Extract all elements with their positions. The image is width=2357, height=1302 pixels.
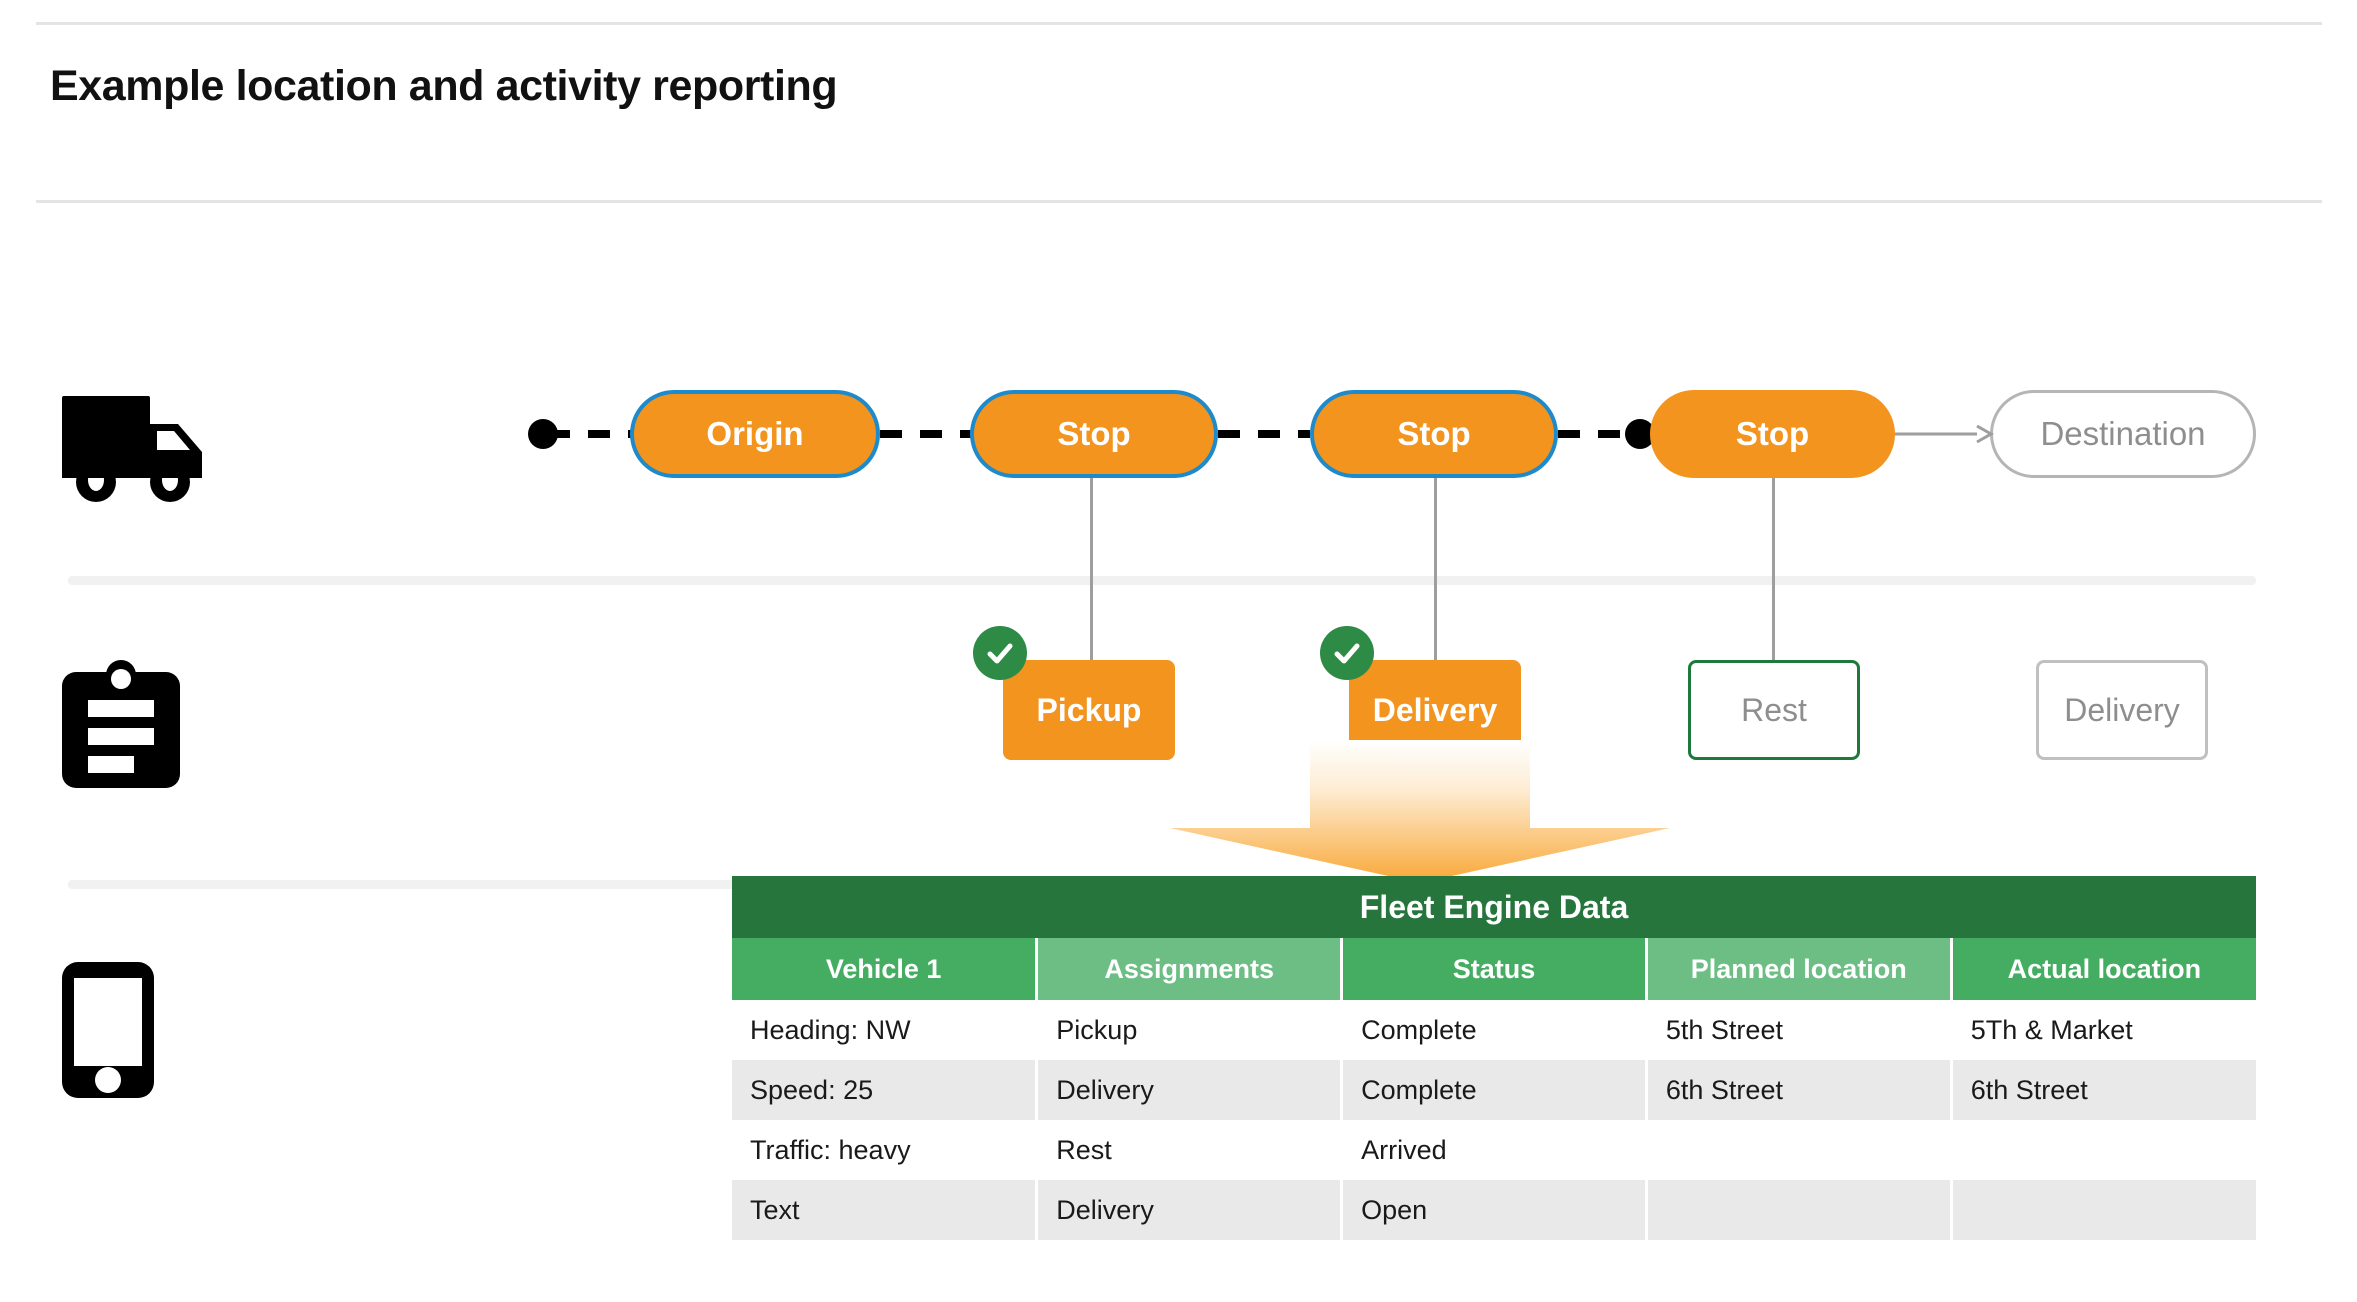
activity-box-rest-label: Rest [1741, 691, 1807, 728]
route-segment-2 [880, 430, 972, 438]
route-node-stop-2-label: Stop [1397, 415, 1471, 452]
column-header-actual-location[interactable]: Actual location [1951, 938, 2256, 1000]
page-title: Example location and activity reporting [50, 62, 838, 110]
route-node-origin-label: Origin [706, 415, 804, 452]
cell-planned-location: 6th Street [1646, 1060, 1953, 1120]
route-segment-3 [1218, 430, 1310, 438]
cell-vehicle: Traffic: heavy [732, 1120, 1039, 1180]
cell-status: Open [1341, 1180, 1648, 1240]
phone-icon [60, 960, 156, 1105]
route-node-origin[interactable]: Origin [630, 390, 880, 478]
cell-assignment: Rest [1036, 1120, 1344, 1180]
activity-box-delivery-pending-label: Delivery [2064, 691, 2180, 728]
cell-actual-location [1951, 1120, 2256, 1180]
route-node-destination-label: Destination [2040, 415, 2206, 452]
table-title: Fleet Engine Data [732, 876, 2256, 938]
cell-actual-location: 6th Street [1951, 1060, 2256, 1120]
table-row: Speed: 25 Delivery Complete 6th Street 6… [732, 1060, 2256, 1120]
activity-box-delivery-label: Delivery [1372, 691, 1498, 728]
cell-status: Complete [1341, 1000, 1648, 1060]
activity-box-pickup-label: Pickup [1036, 691, 1142, 728]
column-header-assignments[interactable]: Assignments [1036, 938, 1344, 1000]
route-segment-1 [548, 430, 632, 438]
cell-actual-location: 5Th & Market [1951, 1000, 2256, 1060]
route-node-stop-3[interactable]: Stop [1650, 390, 1895, 478]
fleet-engine-table: Fleet Engine Data Vehicle 1 Assignments … [732, 876, 2256, 1240]
cell-vehicle: Text [732, 1180, 1039, 1240]
connector-line-stop3-rest [1772, 478, 1775, 663]
route-node-destination[interactable]: Destination [1990, 390, 2256, 478]
header-divider [36, 200, 2322, 203]
route-node-stop-1-label: Stop [1057, 415, 1131, 452]
cell-vehicle: Heading: NW [732, 1000, 1039, 1060]
truck-icon [60, 390, 210, 507]
destination-arrow-icon [1895, 424, 1995, 444]
pickup-complete-check-icon [973, 626, 1027, 680]
cell-assignment: Delivery [1036, 1060, 1344, 1120]
activity-box-delivery-pending[interactable]: Delivery [2036, 660, 2208, 760]
cell-actual-location [1951, 1180, 2256, 1240]
cell-status: Complete [1341, 1060, 1648, 1120]
cell-planned-location [1646, 1180, 1953, 1240]
column-header-planned-location[interactable]: Planned location [1646, 938, 1953, 1000]
delivery-complete-check-icon [1320, 626, 1374, 680]
data-flow-down-arrow-icon [1170, 740, 1670, 883]
cell-assignment: Delivery [1036, 1180, 1344, 1240]
table-header-row: Vehicle 1 Assignments Status Planned loc… [732, 938, 2256, 1000]
table-row: Traffic: heavy Rest Arrived [732, 1120, 2256, 1180]
column-header-vehicle[interactable]: Vehicle 1 [732, 938, 1039, 1000]
cell-status: Arrived [1341, 1120, 1648, 1180]
route-segment-4 [1558, 430, 1650, 438]
section-divider-vehicle-activity [68, 576, 2256, 585]
activity-box-pickup[interactable]: Pickup [1003, 660, 1175, 760]
table-row: Heading: NW Pickup Complete 5th Street 5… [732, 1000, 2256, 1060]
cell-planned-location [1646, 1120, 1953, 1180]
top-divider [36, 22, 2322, 25]
route-node-stop-3-label: Stop [1735, 415, 1810, 452]
route-node-stop-2[interactable]: Stop [1310, 390, 1558, 478]
cell-assignment: Pickup [1036, 1000, 1344, 1060]
activity-box-rest[interactable]: Rest [1688, 660, 1860, 760]
cell-vehicle: Speed: 25 [732, 1060, 1039, 1120]
cell-planned-location: 5th Street [1646, 1000, 1953, 1060]
table-title-row: Fleet Engine Data [732, 876, 2256, 938]
table-row: Text Delivery Open [732, 1180, 2256, 1240]
route-node-stop-1[interactable]: Stop [970, 390, 1218, 478]
column-header-status[interactable]: Status [1341, 938, 1648, 1000]
clipboard-icon [60, 660, 182, 795]
connector-line-stop2-delivery [1434, 478, 1437, 663]
connector-line-stop1-pickup [1090, 478, 1093, 663]
